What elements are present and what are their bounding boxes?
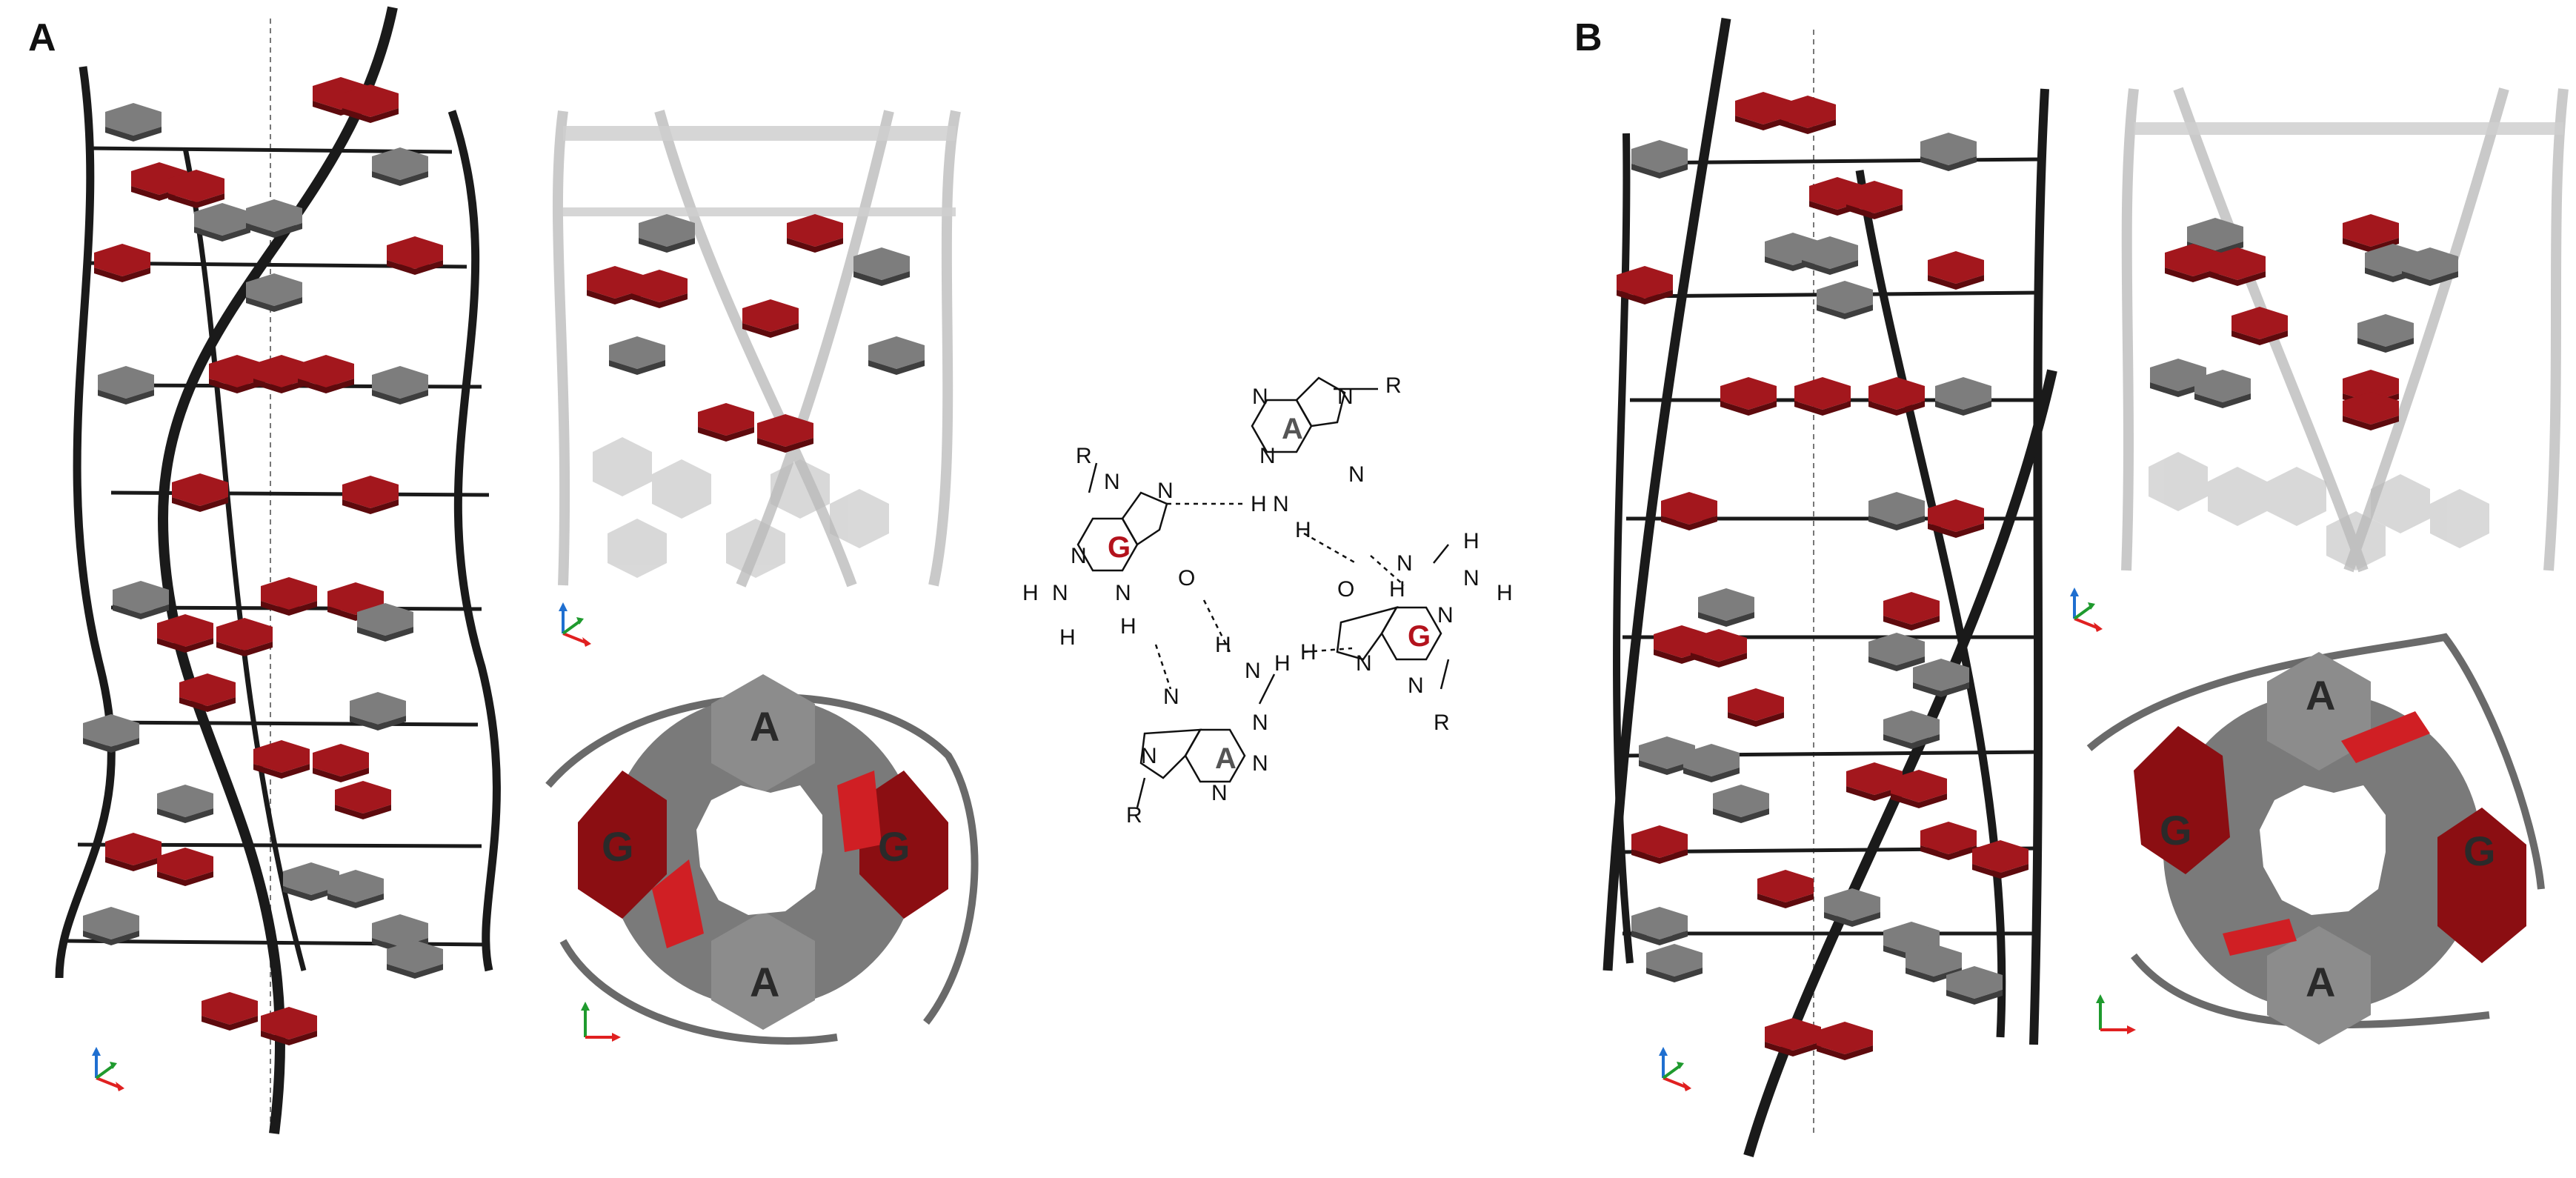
panel-a-side-view (55, 6, 501, 1134)
atom-n: N (1115, 581, 1131, 605)
atom-r: R (1076, 444, 1092, 468)
atom-h: H (1300, 640, 1317, 665)
atom-r: R (1434, 711, 1450, 735)
atom-h: H (1215, 633, 1231, 657)
atom-h: H (1059, 625, 1076, 650)
atom-n: N (1337, 385, 1354, 409)
atom-h: H (1497, 581, 1513, 605)
panel-b-side-view (1602, 17, 2057, 1157)
atom-n: N (1463, 566, 1480, 590)
panel-label-b: B (1574, 16, 1602, 59)
atom-o: O (1178, 566, 1195, 590)
panel-a-perspective-view (552, 110, 961, 648)
top-view-b-label-4: A (2306, 959, 2335, 1005)
top-view-a-label-1: A (750, 703, 779, 750)
atom-r: R (1385, 373, 1402, 398)
atom-h: H (1120, 614, 1136, 639)
atom-n: N (1437, 603, 1454, 628)
atom-n: N (1252, 385, 1268, 409)
atom-o: O (1337, 577, 1354, 602)
panel-b-perspective-view (2069, 87, 2569, 633)
atom-n: N (1252, 751, 1268, 776)
chem-base-g-left: G (1108, 531, 1131, 564)
top-view-b-label-1: A (2306, 672, 2335, 719)
atom-h: H (1251, 492, 1267, 516)
atom-h: H (1463, 529, 1480, 553)
chem-base-g-right: G (1408, 620, 1431, 653)
panel-a-top-view: A G G A (545, 674, 979, 1045)
atom-n: N (1157, 479, 1174, 503)
atom-n: N (1104, 470, 1120, 494)
atom-n: N (1211, 781, 1228, 805)
atom-r: R (1126, 803, 1142, 828)
atom-n: N (1408, 673, 1424, 698)
atom-n: N (1259, 444, 1276, 468)
atom-n: N (1356, 651, 1372, 676)
top-view-b-label-3: G (2463, 828, 2496, 874)
atom-h: H (1295, 518, 1311, 542)
atom-n: N (1163, 685, 1179, 709)
atom-n: N (1348, 462, 1365, 487)
top-view-b-label-2: G (2160, 807, 2192, 853)
atom-h: H (1389, 577, 1405, 602)
atom-h: H (1022, 581, 1039, 605)
atom-n: N (1252, 711, 1268, 735)
atom-n: N (1397, 551, 1413, 576)
panel-b-top-view: A G G A (2086, 633, 2545, 1045)
atom-n: N (1052, 581, 1068, 605)
atom-n: N (1071, 544, 1087, 568)
atom-n: N (1141, 744, 1157, 768)
top-view-a-label-2: G (602, 823, 634, 870)
atom-n: N (1245, 659, 1261, 683)
tetrad-atom-labels: G A A G R N N H N H N N N N R N H N H N … (1022, 373, 1513, 828)
atom-h: H (1274, 651, 1291, 676)
atom-n: N (1273, 492, 1289, 516)
chem-base-a-bottom: A (1215, 742, 1237, 775)
top-view-a-label-3: G (878, 823, 911, 870)
chem-base-a-top: A (1282, 413, 1303, 445)
panel-label-a: A (28, 16, 56, 59)
top-view-a-label-4: A (750, 959, 779, 1005)
tetrad-chemical-structure (1076, 376, 1450, 808)
